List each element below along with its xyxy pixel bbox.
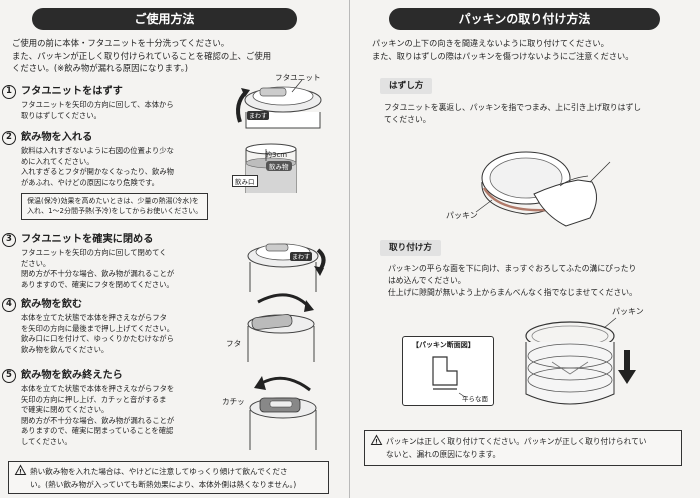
gasket-warning: ! パッキンは正しく取り付けてください。パッキンが正しく取り付けられてい ないと、… [364,430,682,466]
attach-line: パッキンの平らな面を下に向け、まっすぐおろしてふたの溝にぴったり [388,264,637,273]
lid-closing-illustration [247,243,326,292]
step-1-line: フタユニットを矢印の方向に回して、本体から [21,100,174,109]
removal-tag: はずし方 [380,78,433,94]
step-3-line: フタユニットを矢印の方向に回して閉めてく [21,248,167,257]
step-2-body: 飲料は入れすぎないように右図の位置より少な めに入れてください。 入れすぎるとフ… [21,146,174,188]
lid-click-illustration [249,376,317,450]
preheat-note-line: 保温(保冷)効果を高めたいときは、少量の熱湯(冷水)を [27,197,199,205]
usage-intro-line: ください。(※飲み物が漏れる原因になります。) [12,63,189,73]
rotate-callout: まわす [247,111,270,120]
step-3-line: ださい。 [21,258,51,268]
step-4-line: を矢印の方向に最後まで押し上げてください。 [21,323,175,333]
gasket-cross-section-icon [432,356,466,398]
step-3-number: 3 [2,233,16,247]
step-5-line: 本体を立てた状態で本体を押さえながらフタを [21,384,175,393]
column-divider [349,0,350,498]
step-2-line: めに入れてください。 [21,156,94,166]
gasket-attach-illustration [525,317,636,405]
cross-section-box [402,336,494,406]
step-4-title: 飲み物を飲む [21,299,83,310]
removal-line: てください。 [384,114,431,124]
attach-line: はめ込んでください。 [388,275,466,285]
attach-tag: 取り付け方 [380,240,441,256]
usage-intro: ご使用の前に本体・フタユニットを十分洗ってください。 また、パッキンが正しく取り… [12,37,271,75]
step-5-line: で確実に閉めてください。 [21,405,109,415]
step-4-line: 本体を立てた状態で本体を押さえながらフタ [21,313,167,322]
usage-intro-line: ご使用の前に本体・フタユニットを十分洗ってください。 [12,38,230,48]
gasket-removal-illustration [475,151,611,227]
step-2-line: があふれ、やけどの原因になり危険です。 [21,177,159,187]
step-5-line: してください。 [21,436,72,446]
step-2-line: 飲料は入れすぎないように右図の位置より少な [21,146,174,155]
gasket-intro: パッキンの上下の向きを間違えないように取り付けてください。 また、取りはずしの際… [372,37,633,62]
drink-callout: 飲み物 [266,161,292,171]
step-2-line: 入れすぎるとフタが開かなくなったり、飲み物 [21,167,174,177]
step-2-title: 飲み物を入れる [21,132,93,143]
lid-open-illustration [247,293,315,362]
step-1-body: フタユニットを矢印の方向に回して、本体から 取りはずしてください。 [21,100,174,121]
lid-unit-callout: フタユニット [275,73,321,82]
warning-line: ないと、漏れの原因になります。 [386,450,501,459]
step-4-body: 本体を立てた状態で本体を押さえながらフタ を矢印の方向に最後まで押し上げてくださ… [21,313,174,355]
attach-body: パッキンの平らな面を下に向け、まっすぐおろしてふたの溝にぴったり はめ込んでくだ… [388,263,637,298]
step-3-line: 閉め方が不十分な場合、飲み物が漏れることが [21,269,175,279]
warning-line: い。(熱い飲み物が入っていても断熱効果により、本体外側は熱くなりません。) [30,479,297,489]
attach-line: 仕上げに隙間が無いよう上からまんべんなく指でなじませてください。 [388,287,637,297]
gasket-header: パッキンの取り付け方法 [389,8,660,30]
warning-icon: ! [14,464,27,479]
preheat-note: 保温(保冷)効果を高めたいときは、少量の熱湯(冷水)を 入れ、1〜2分間予熱(予… [21,193,209,220]
gasket-callout: パッキン [612,307,644,316]
preheat-note-line: 入れ、1〜2分間予熱(予冷)をしてからお使いください。 [27,207,203,216]
step-4-line: 飲み口に口を付けて、ゆっくりかたむけながら [21,334,174,344]
step-4-number: 4 [2,298,16,312]
step-1-number: 1 [2,85,16,99]
spout-callout: 飲み口 [232,175,258,187]
svg-text:!: ! [375,438,378,446]
step-5-number: 5 [2,369,16,383]
step-5-title: 飲み物を飲み終えたら [21,370,123,381]
usage-header: ご使用方法 [32,8,297,30]
step-5-body: 本体を立てた状態で本体を押さえながらフタを 矢印の方向に押し上げ、カチッと音がす… [21,384,174,448]
warning-icon: ! [370,434,383,449]
removal-line: フタユニットを裏返し、パッキンを指でつまみ、上に引き上げ取りはずし [384,103,642,112]
gasket-intro-line: また、取りはずしの際はパッキンを傷つけないようにご注意ください。 [372,50,634,61]
step-4-line: 飲み物を飲んでください。 [21,344,109,354]
step-2-number: 2 [2,131,16,145]
flat-face-label: 平らな面 [462,395,488,403]
hot-drink-warning: ! 熱い飲み物を入れた場合は、やけどに注意してゆっくり傾けて飲んでくださ い。(熱… [8,461,329,494]
step-1-title: フタユニットをはずす [21,86,123,97]
step-3-line: ありますので、確実にフタを閉めてください。 [21,279,174,289]
warning-line: 熱い飲み物を入れた場合は、やけどに注意してゆっくり傾けて飲んでくださ [30,466,288,476]
gasket-intro-line: パッキンの上下の向きを間違えないように取り付けてください。 [372,38,609,48]
lid-callout: フタ [226,339,242,348]
gasket-callout: パッキン [446,211,478,220]
step-5-line: 矢印の方向に押し上げ、カチッと音がするま [21,394,167,404]
step-1-line: 取りはずしてください。 [21,110,101,120]
step-5-line: ありますので、確実に閉まっていることを確認 [21,426,174,436]
removal-body: フタユニットを裏返し、パッキンを指でつまみ、上に引き上げ取りはずし てください。 [384,102,641,126]
click-callout: カチッ [222,397,245,406]
warning-line: パッキンは正しく取り付けてください。パッキンが正しく取り付けられてい [386,437,647,446]
step-3-title: フタユニットを確実に閉める [21,234,154,245]
rotate-callout: まわす [290,252,313,261]
lid-removal-illustration [236,79,322,129]
step-5-line: 閉め方が不十分な場合、飲み物が漏れることが [21,415,175,425]
cross-section-label: 【パッキン断面図】 [412,341,475,349]
svg-text:!: ! [19,468,22,476]
depth-callout: 約3cm [265,151,288,159]
usage-intro-line: また、パッキンが正しく取り付けられていることを確認の上、ご使用 [12,50,272,61]
step-3-body: フタユニットを矢印の方向に回して閉めてく ださい。 閉め方が不十分な場合、飲み物… [21,248,174,290]
